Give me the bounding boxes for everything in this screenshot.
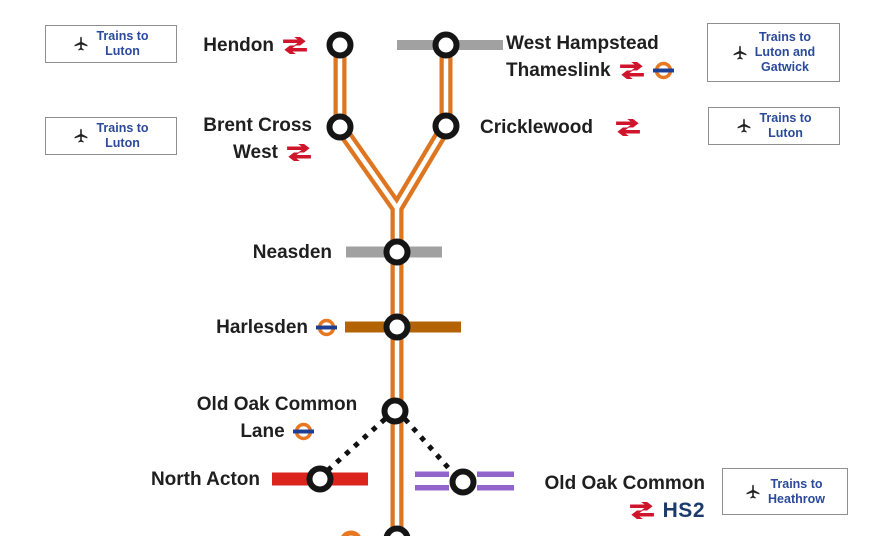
- airport-box-line: Heathrow: [768, 491, 825, 506]
- station-name: North Acton: [150, 468, 260, 490]
- airport-box-line: Trains to: [758, 30, 812, 44]
- station-label-cricklewood: Cricklewood: [480, 114, 641, 141]
- airport-box-line: Luton and: [754, 45, 816, 59]
- station-name: Old Oak Common: [544, 472, 705, 494]
- station-label-brent-cross-west: Brent Cross West: [203, 112, 312, 166]
- station-label-neasden: Neasden: [253, 239, 332, 266]
- airport-box-line: Trains to: [770, 476, 823, 491]
- airport-box-cricklewood-luton: Trains to Luton: [708, 107, 840, 145]
- airport-box-brent-cross-luton: Trains to Luton: [45, 117, 177, 155]
- airport-box-line: Luton: [105, 136, 140, 150]
- station-name-line1: Old Oak Common: [196, 393, 358, 415]
- overground-roundel-icon: [316, 318, 337, 337]
- station-circle-west-hampstead-thameslink: [432, 31, 460, 59]
- station-name: Hendon: [203, 34, 274, 56]
- dotted-link-to-north-acton: [325, 417, 387, 473]
- station-label-hendon: Hendon: [203, 32, 308, 59]
- station-name-line2: Thameslink: [506, 59, 611, 81]
- station-circle-north-acton: [306, 465, 334, 493]
- airplane-icon: [75, 36, 88, 51]
- elizabeth-bar: [415, 471, 449, 477]
- national-rail-icon: [283, 37, 307, 54]
- station-name-line1: Brent Cross: [203, 114, 312, 136]
- elizabeth-bar: [477, 485, 514, 491]
- station-label-old-oak-common: Old Oak Common HS2: [520, 470, 705, 524]
- national-rail-icon: [616, 119, 640, 136]
- station-name-line1: West Hampstead: [506, 32, 659, 54]
- airplane-icon: [746, 484, 760, 499]
- station-circle-harlesden: [383, 313, 411, 341]
- elizabeth-bar: [415, 485, 449, 491]
- station-name: Harlesden: [216, 316, 308, 338]
- airport-box-text: Trains to Luton: [96, 29, 148, 59]
- airport-box-line: Gatwick: [761, 60, 809, 74]
- old-oak-common-elizabeth-line-bars: [415, 471, 514, 491]
- station-circle-old-oak-common-lane: [381, 397, 409, 425]
- station-circle-neasden: [383, 238, 411, 266]
- station-circle-cricklewood: [432, 112, 460, 140]
- airport-box-text: Trains to Heathrow: [768, 477, 825, 507]
- overground-roundel-icon: [652, 61, 674, 80]
- station-name: Neasden: [252, 241, 332, 263]
- station-label-harlesden: Harlesden: [216, 314, 337, 341]
- elizabeth-bar: [477, 471, 514, 477]
- station-circle-brent-cross-west: [326, 113, 354, 141]
- airplane-icon: [738, 118, 751, 133]
- airplane-icon: [733, 45, 747, 60]
- airplane-icon: [75, 128, 88, 143]
- airport-box-line: Trains to: [759, 111, 812, 125]
- route-west-branch-inner: [337, 45, 400, 536]
- airport-box-west-hampstead-luton-gatwick: Trains to Luton and Gatwick: [707, 23, 840, 82]
- station-name-line2: West: [232, 141, 278, 163]
- station-circle-old-oak-common: [449, 468, 477, 496]
- partial-roundel-bottom: [341, 530, 361, 536]
- airport-box-text: Trains to Luton and Gatwick: [755, 30, 815, 75]
- overground-roundel-icon: [292, 422, 314, 441]
- airport-box-line: Trains to: [96, 121, 149, 135]
- dotted-link-to-old-oak-common: [403, 417, 454, 474]
- station-name: Cricklewood: [480, 116, 593, 138]
- airport-box-hendon-luton: Trains to Luton: [45, 25, 177, 63]
- station-name-line2: Lane: [240, 420, 285, 442]
- station-circle-bottom-partial: [383, 525, 411, 536]
- airport-box-text: Trains to Luton: [96, 121, 148, 151]
- airport-box-line: Luton: [768, 126, 803, 140]
- airport-box-old-oak-common-heathrow: Trains to Heathrow: [722, 468, 848, 515]
- national-rail-icon: [629, 502, 654, 519]
- hs2-logo: HS2: [662, 498, 705, 522]
- station-label-west-hampstead-thameslink: West Hampstead Thameslink: [506, 30, 674, 84]
- station-circle-hendon: [326, 31, 354, 59]
- airport-box-line: Trains to: [96, 29, 149, 43]
- station-label-north-acton: North Acton: [151, 466, 260, 493]
- national-rail-icon: [287, 144, 311, 161]
- airport-box-line: Luton: [105, 44, 140, 58]
- station-label-old-oak-common-lane: Old Oak Common Lane: [182, 391, 372, 445]
- airport-box-text: Trains to Luton: [759, 111, 811, 141]
- national-rail-icon: [619, 62, 644, 79]
